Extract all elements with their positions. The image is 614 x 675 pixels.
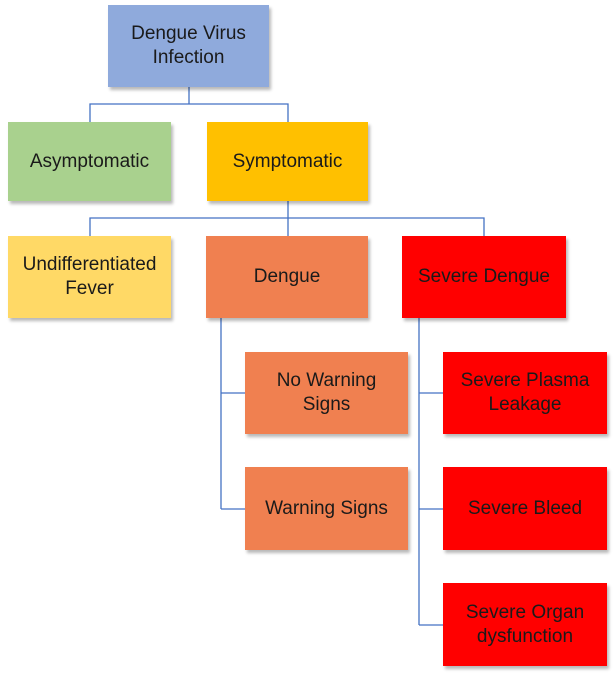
node-severe-plasma-leakage: Severe Plasma Leakage xyxy=(443,352,607,434)
node-warning-signs: Warning Signs xyxy=(245,467,408,550)
node-dengue-virus-infection: Dengue Virus Infection xyxy=(108,5,269,87)
node-no-warning-signs: No Warning Signs xyxy=(245,352,408,434)
edge-root-asymptomatic xyxy=(89,103,289,122)
node-severe-dengue: Severe Dengue xyxy=(402,236,566,318)
node-asymptomatic: Asymptomatic xyxy=(8,122,171,201)
node-symptomatic: Symptomatic xyxy=(207,122,368,201)
node-undifferentiated-fever: Undifferentiated Fever xyxy=(8,236,171,318)
node-dengue: Dengue xyxy=(206,236,368,318)
edge-symptomatic-siblings xyxy=(89,217,485,236)
node-severe-organ-dysfunction: Severe Organ dysfunction xyxy=(443,583,607,666)
node-severe-bleed: Severe Bleed xyxy=(443,467,607,550)
